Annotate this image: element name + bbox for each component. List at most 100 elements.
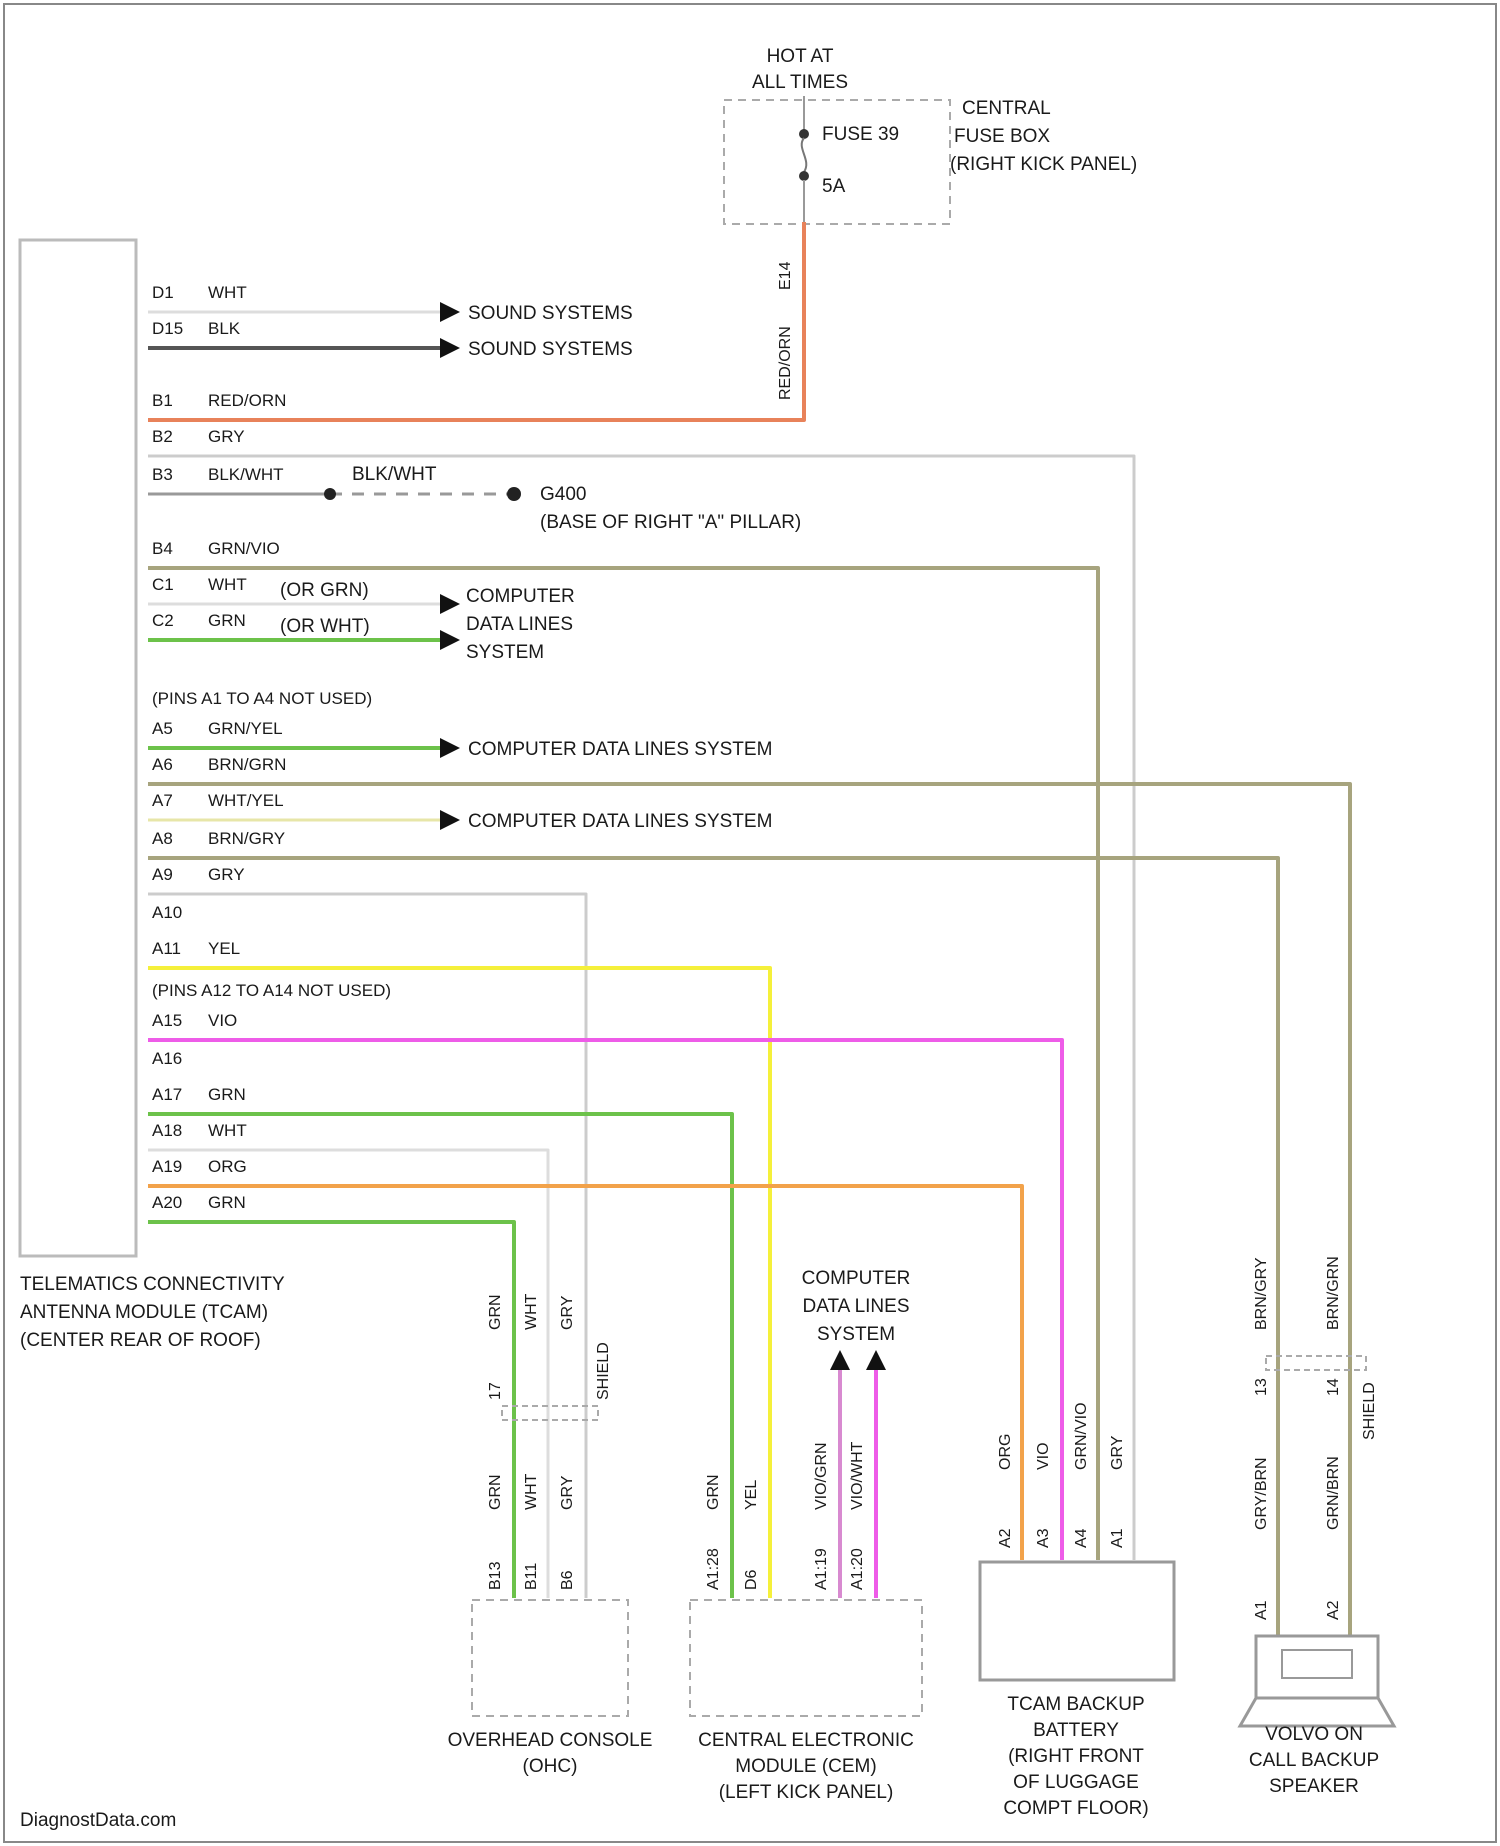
ground-label-1: G400 <box>540 484 586 505</box>
pin-a6: A6 <box>152 755 173 774</box>
tcam-module <box>20 240 136 1256</box>
spk-wire-bottom-2: GRN/BRN <box>1325 1456 1342 1530</box>
cdl-block-1: COMPUTER <box>466 586 575 607</box>
spk-caption-2: CALL BACKUP <box>1249 1750 1379 1771</box>
color-c2: GRN <box>208 611 246 630</box>
bat-pin-1: A2 <box>997 1528 1014 1548</box>
pin-a15: A15 <box>152 1011 182 1030</box>
cem-pin-4: A1:20 <box>849 1548 866 1590</box>
wire-a15-vio <box>148 1040 1062 1560</box>
cem-wire-1: GRN <box>705 1474 722 1510</box>
ohc-wire-bottom-2: WHT <box>523 1473 540 1510</box>
spk-caption-1: VOLVO ON <box>1265 1724 1363 1745</box>
overhead-console: GRN WHT GRY 17 SHIELD GRN WHT GRY B13 B1… <box>448 1293 653 1777</box>
central-electronic-module: COMPUTER DATA LINES SYSTEM GRN YEL VIO/G… <box>690 1268 922 1803</box>
dest-d15: SOUND SYSTEMS <box>468 339 633 360</box>
bat-pin-2: A3 <box>1035 1528 1052 1548</box>
dest-d1: SOUND SYSTEMS <box>468 303 633 324</box>
pin-b4: B4 <box>152 539 173 558</box>
cem-pin-1: A1:28 <box>705 1548 722 1590</box>
dest-c2-alt: (OR WHT) <box>280 616 370 637</box>
watermark: DiagnostData.com <box>20 1810 176 1831</box>
arrow-c2 <box>440 630 460 650</box>
ohc-wire-bottom-3: GRY <box>559 1475 576 1510</box>
ohc-pin-1: B13 <box>487 1561 504 1590</box>
pin-a20: A20 <box>152 1193 182 1212</box>
color-a9: GRY <box>208 865 245 884</box>
spk-caption-3: SPEAKER <box>1269 1776 1359 1797</box>
ohc-caption-1: OVERHEAD CONSOLE <box>448 1730 653 1751</box>
pin-a5: A5 <box>152 719 173 738</box>
bat-wire-3: GRN/VIO <box>1073 1402 1090 1470</box>
speaker-body <box>1256 1636 1378 1698</box>
pin-b3: B3 <box>152 465 173 484</box>
color-a7: WHT/YEL <box>208 791 284 810</box>
pin-c2: C2 <box>152 611 174 630</box>
pin-a19: A19 <box>152 1157 182 1176</box>
fuse-terminal-top <box>799 129 809 139</box>
ohc-pin-2: B11 <box>523 1563 540 1590</box>
ohc-wire-top-3: GRY <box>559 1295 576 1330</box>
color-b3: BLK/WHT <box>208 465 284 484</box>
color-d1: WHT <box>208 283 247 302</box>
not-used-1: (PINS A1 TO A4 NOT USED) <box>152 689 372 708</box>
speaker-base <box>1240 1698 1394 1726</box>
ground-terminal <box>507 487 521 501</box>
spk-pin-2: A2 <box>1325 1600 1342 1620</box>
fuse-rating: 5A <box>822 176 846 197</box>
color-a8: BRN/GRY <box>208 829 285 848</box>
fuse-symbol <box>802 138 807 172</box>
bat-caption-3: (RIGHT FRONT <box>1008 1746 1144 1767</box>
bat-wire-1: ORG <box>997 1434 1014 1470</box>
cem-wire-3: VIO/GRN <box>813 1442 830 1510</box>
color-b2: GRY <box>208 427 245 446</box>
cem-cdl-3: SYSTEM <box>817 1324 895 1345</box>
cem-pin-3: A1:19 <box>813 1548 830 1590</box>
cem-caption-1: CENTRAL ELECTRONIC <box>698 1730 914 1751</box>
pin-a17: A17 <box>152 1085 182 1104</box>
pin-b1: B1 <box>152 391 173 410</box>
bat-pin-4: A1 <box>1109 1528 1126 1548</box>
spk-connector-2: 14 <box>1325 1378 1342 1396</box>
arrows <box>440 302 886 1370</box>
ohc-wire-top-1: GRN <box>487 1294 504 1330</box>
fuse-out-wire: RED/ORN <box>777 326 794 400</box>
fuse-box-label-1: CENTRAL <box>962 98 1051 119</box>
pin-a16: A16 <box>152 1049 182 1068</box>
ohc-pin-3: B6 <box>559 1570 576 1590</box>
color-a17: GRN <box>208 1085 246 1104</box>
color-a5: GRN/YEL <box>208 719 283 738</box>
dest-c1-alt: (OR GRN) <box>280 580 369 601</box>
fuse-box-label-2: FUSE BOX <box>954 126 1050 147</box>
tcam-caption-3: (CENTER REAR OF ROOF) <box>20 1330 261 1351</box>
wire-a8-brn-gry <box>148 858 1278 1640</box>
central-fuse-box: HOT AT ALL TIMES FUSE 39 5A CENTRAL FUSE… <box>724 46 1137 400</box>
color-d15: BLK <box>208 319 241 338</box>
color-a20: GRN <box>208 1193 246 1212</box>
pin-a18: A18 <box>152 1121 182 1140</box>
dest-a5: COMPUTER DATA LINES SYSTEM <box>468 739 772 760</box>
pin-a10: A10 <box>152 903 182 922</box>
voc-backup-speaker: BRN/GRY BRN/GRN 13 14 SHIELD GRY/BRN GRN… <box>1240 1256 1394 1797</box>
color-a19: ORG <box>208 1157 247 1176</box>
pin-a11: A11 <box>152 939 181 958</box>
pin-a7: A7 <box>152 791 173 810</box>
bat-caption-1: TCAM BACKUP <box>1007 1694 1144 1715</box>
all-times-label: ALL TIMES <box>752 72 848 93</box>
cem-cdl-2: DATA LINES <box>803 1296 910 1317</box>
arrow-a5 <box>440 738 460 758</box>
arrow-cem-2 <box>866 1350 886 1370</box>
tcam-backup-battery: ORG VIO GRN/VIO GRY A2 A3 A4 A1 TCAM BAC… <box>980 1402 1174 1819</box>
tcam-caption-1: TELEMATICS CONNECTIVITY <box>20 1274 285 1295</box>
bat-wire-4: GRY <box>1109 1435 1126 1470</box>
pin-a9: A9 <box>152 865 173 884</box>
color-b4: GRN/VIO <box>208 539 280 558</box>
ohc-wire-top-2: WHT <box>523 1293 540 1330</box>
arrow-d1 <box>440 302 460 322</box>
cem-wire-4: VIO/WHT <box>849 1441 866 1510</box>
spk-connector-1: 13 <box>1253 1378 1270 1396</box>
ground-splice <box>324 488 336 500</box>
cdl-block-2: DATA LINES <box>466 614 573 635</box>
wire-a18-wht <box>148 1150 548 1598</box>
